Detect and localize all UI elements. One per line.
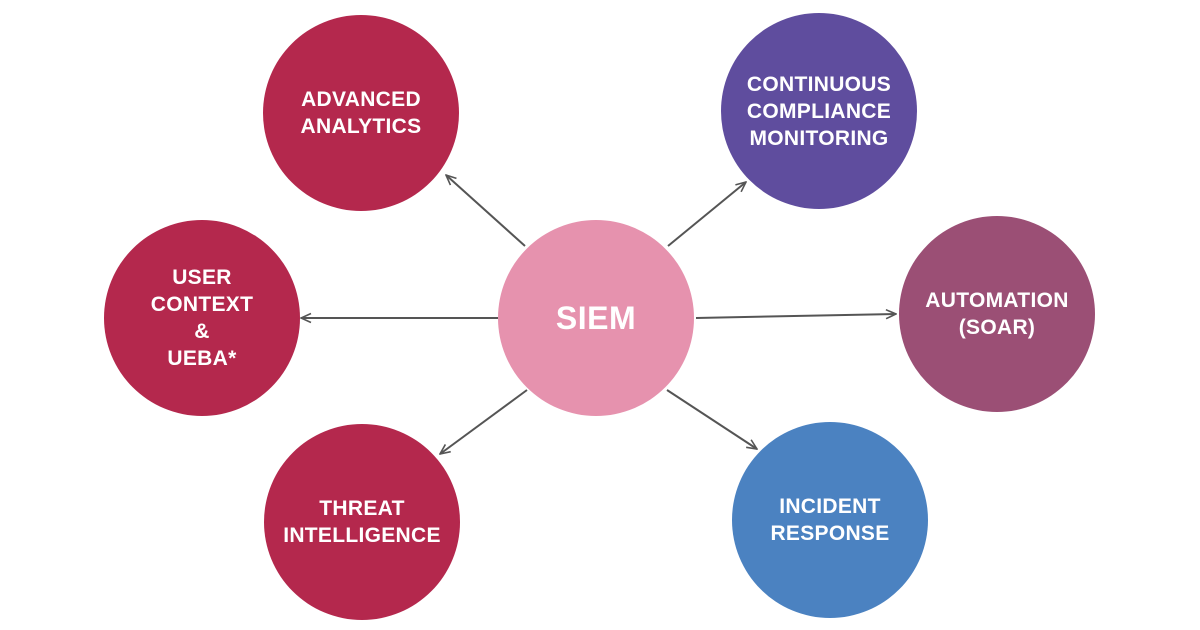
node-label-line: UEBA*	[167, 347, 237, 370]
node-label-line: CONTINUOUS	[746, 72, 892, 96]
user-context-ueba-node: USER CONTEXT & UEBA*	[104, 220, 300, 416]
arrow-to-continuous-compliance	[667, 182, 746, 247]
node-label-line: SIEM	[555, 300, 637, 336]
node-label-line: AUTOMATION	[925, 289, 1069, 312]
node-label-line: (SOAR)	[958, 316, 1036, 339]
arrow-to-automation	[695, 314, 896, 318]
arrow-to-advanced-analytics	[446, 175, 526, 247]
node-label-line: &	[194, 320, 210, 343]
node-label-line: USER	[172, 266, 232, 289]
arrow-to-incident-response	[666, 389, 757, 449]
advanced-analytics-node: ADVANCED ANALYTICS	[263, 15, 459, 211]
node-label-line: THREAT	[319, 497, 405, 520]
automation-soar-node: AUTOMATION (SOAR)	[899, 216, 1095, 412]
arrow-to-threat-intelligence	[440, 389, 528, 454]
node-label-line: RESPONSE	[770, 522, 890, 545]
continuous-compliance-monitoring-node: CONTINUOUS COMPLIANCE MONITORING	[721, 13, 917, 209]
threat-intelligence-node: THREAT INTELLIGENCE	[264, 424, 460, 620]
node-label-line: COMPLIANCE	[746, 99, 892, 123]
node-label-line: INCIDENT	[779, 495, 881, 518]
node-label-line: INTELLIGENCE	[283, 524, 441, 547]
siem-hub: SIEM	[498, 220, 694, 416]
node-label-line: CONTEXT	[150, 293, 254, 316]
incident-response-node: INCIDENT RESPONSE	[732, 422, 928, 618]
node-label-line: ADVANCED	[301, 88, 421, 111]
node-label-line: MONITORING	[749, 126, 889, 150]
node-label-line: ANALYTICS	[300, 115, 422, 138]
